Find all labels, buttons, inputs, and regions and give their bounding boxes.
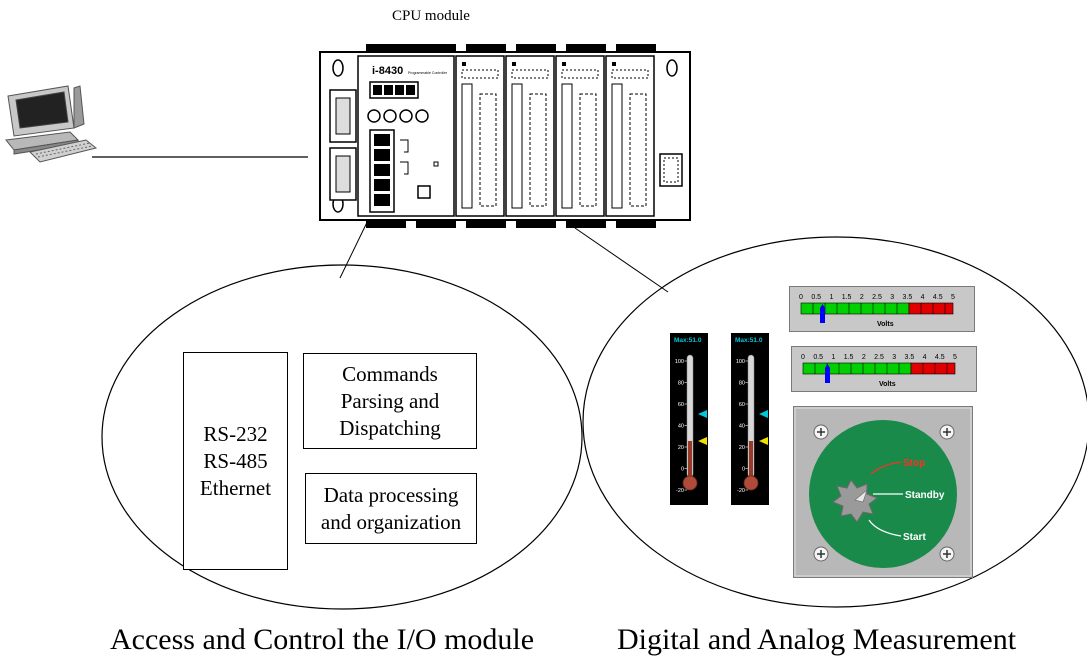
thermometer-1-tick-label: 60 xyxy=(678,402,684,408)
voltmeter-2-tick-label: 3.5 xyxy=(905,354,915,361)
stop-leader xyxy=(870,461,902,475)
thermometer-1-tick-label: -20 xyxy=(676,488,684,494)
computer-icon xyxy=(5,85,98,163)
voltmeter-1-tick-label: 4.5 xyxy=(933,294,943,301)
start-leader xyxy=(868,519,902,537)
voltmeter-1-red-bar xyxy=(908,302,954,315)
voltmeter-2-tick-label: 5 xyxy=(953,354,957,361)
commands-text: Commands Parsing and Dispatching xyxy=(339,361,441,440)
voltmeter-2-tick-label: 3 xyxy=(892,354,896,361)
voltmeter-2: 0 0.5 1 1.5 2 2.5 3 3.5 4 4.5 5 Volts xyxy=(791,346,977,392)
thermometer-2-tick-label: 80 xyxy=(739,381,745,387)
voltmeter-1-tick-label: 1 xyxy=(829,294,833,301)
controller-brand: Programmable Controller xyxy=(408,71,448,75)
thermometer-1: Max:51.0 100 80 60 40 20 0 -20 xyxy=(670,333,708,505)
voltmeter-2-tick-label: 0.5 xyxy=(813,354,823,361)
voltmeter-2-green-bar xyxy=(802,362,912,375)
voltmeter-1-tick-label: 2.5 xyxy=(872,294,882,301)
voltmeter-2-tick-label: 0 xyxy=(801,354,805,361)
panel-screw-bottom-right xyxy=(939,546,955,562)
panel-screw-bottom-left xyxy=(813,546,829,562)
interfaces-text: RS-232 RS-485 Ethernet xyxy=(199,421,272,500)
io-slot-1 xyxy=(455,55,505,217)
voltmeter-2-tick-label: 4 xyxy=(923,354,927,361)
thermometer-1-yellow-marker xyxy=(698,437,707,445)
thermometer-1-tick-label: 100 xyxy=(675,359,684,365)
knob-label-start: Start xyxy=(903,532,926,543)
thermometer-2-tick-label: 60 xyxy=(739,402,745,408)
thermometer-2-tick-label: 100 xyxy=(736,359,745,365)
knob-label-stop: Stop xyxy=(903,458,925,469)
left-caption: Access and Control the I/O module xyxy=(110,623,535,656)
panel-screw-top-left xyxy=(813,424,829,440)
voltmeter-2-red-bar xyxy=(910,362,956,375)
knob-pointer xyxy=(854,489,868,503)
controller-device: i-8430 Programmable Controller xyxy=(319,44,691,228)
thermometer-2: Max:51.0 100 80 60 40 20 0 -20 xyxy=(731,333,769,505)
voltmeter-1-tick-label: 1.5 xyxy=(842,294,852,301)
thermometer-1-tick-label: 80 xyxy=(678,381,684,387)
voltmeter-2-unit: Volts xyxy=(879,381,896,388)
panel-screw-top-right xyxy=(939,424,955,440)
right-callout-line xyxy=(574,227,669,293)
data-processing-text: Data processing and organization xyxy=(320,482,462,534)
commands-box: Commands Parsing and Dispatching xyxy=(303,353,477,449)
voltmeter-1-tick-label: 5 xyxy=(951,294,955,301)
thermometer-1-header: Max:51.0 xyxy=(674,337,702,344)
knob-label-standby: Standby xyxy=(905,490,945,501)
voltmeter-1-tick-label: 3.5 xyxy=(903,294,913,301)
thermometer-1-tick-label: 0 xyxy=(681,467,684,473)
thermometer-2-tick-label: -20 xyxy=(737,488,745,494)
left-ellipse xyxy=(101,264,583,610)
voltmeter-1-green-bar xyxy=(800,302,910,315)
voltmeter-1-tick-label: 2 xyxy=(860,294,864,301)
thermometer-1-fill xyxy=(688,441,692,479)
voltmeter-1-tick-label: 3 xyxy=(890,294,894,301)
thermometer-2-fill xyxy=(749,441,753,479)
io-slot-2 xyxy=(505,55,555,217)
right-caption: Digital and Analog Measurement xyxy=(617,623,1017,656)
voltmeter-2-tick-label: 1.5 xyxy=(844,354,854,361)
thermometer-2-bulb xyxy=(743,475,759,491)
thermometer-2-header: Max:51.0 xyxy=(735,337,763,344)
thermometer-1-cyan-marker xyxy=(698,410,707,418)
voltmeter-1-tick-label: 4 xyxy=(921,294,925,301)
controller-model: i-8430 xyxy=(372,65,403,77)
voltmeter-1-tick-label: 0.5 xyxy=(811,294,821,301)
voltmeter-2-tick-label: 4.5 xyxy=(935,354,945,361)
io-slot-3 xyxy=(555,55,605,217)
voltmeter-2-tick-label: 2.5 xyxy=(874,354,884,361)
voltmeter-1-unit: Volts xyxy=(877,321,894,328)
thermometer-2-tick-label: 20 xyxy=(739,445,745,451)
thermometer-1-bulb xyxy=(682,475,698,491)
right-ellipse xyxy=(582,236,1087,608)
thermometer-2-tick-label: 0 xyxy=(742,467,745,473)
voltmeter-2-tick-label: 1 xyxy=(831,354,835,361)
thermometer-2-tick-label: 40 xyxy=(739,424,745,430)
voltmeter-1: 0 0.5 1 1.5 2 2.5 3 3.5 4 4.5 5 Volts xyxy=(789,286,975,332)
knob-panel: Stop Standby Start xyxy=(793,406,973,578)
cpu-module-label: CPU module xyxy=(392,8,470,24)
thermometer-1-tick-label: 20 xyxy=(678,445,684,451)
interfaces-box: RS-232 RS-485 Ethernet xyxy=(183,352,288,570)
io-slot-4 xyxy=(605,55,655,217)
voltmeter-1-pointer xyxy=(820,308,825,323)
voltmeter-2-pointer xyxy=(825,368,830,383)
thermometer-2-cyan-marker xyxy=(759,410,768,418)
data-processing-box: Data processing and organization xyxy=(305,473,477,544)
thermometer-1-tick-label: 40 xyxy=(678,424,684,430)
voltmeter-1-tick-label: 0 xyxy=(799,294,803,301)
thermometer-2-yellow-marker xyxy=(759,437,768,445)
voltmeter-2-tick-label: 2 xyxy=(862,354,866,361)
